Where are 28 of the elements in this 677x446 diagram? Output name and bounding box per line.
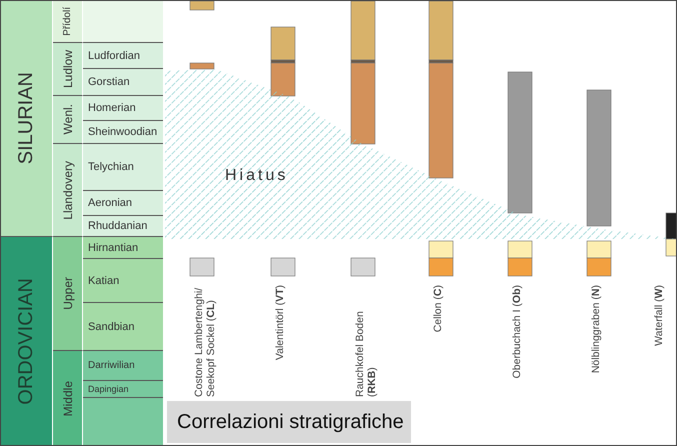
- section-name: Waterfall (W): [653, 285, 665, 346]
- stage-cell: Darriwilian: [83, 351, 163, 381]
- series-cell: Upper: [53, 237, 83, 351]
- series-cell: Middle: [53, 351, 83, 445]
- section-name: Nölblinggraben (N): [590, 285, 602, 374]
- series-cell: Přídolí: [53, 1, 83, 43]
- system-cell: SILURIAN: [1, 1, 53, 237]
- stage-cell: Rhuddanian: [83, 216, 163, 237]
- hatched-area: [165, 67, 676, 241]
- stage-cell: Sheinwoodian: [83, 121, 163, 144]
- series-cell: Wenl.: [53, 96, 83, 144]
- stage-cell: Ludfordian: [83, 43, 163, 69]
- stage-cell: Gorstian: [83, 69, 163, 96]
- stage-cell: Dapingian: [83, 381, 163, 398]
- stage-cell: Aeronian: [83, 191, 163, 216]
- area-label: Hiatus: [225, 167, 288, 185]
- section-name: Oberbuchach I (Ob): [511, 285, 523, 378]
- series-cell: Llandovery: [53, 144, 83, 237]
- stage-cell: Homerian: [83, 96, 163, 121]
- stage-cell: Hirnantian: [83, 237, 163, 259]
- system-cell: ORDOVICIAN: [1, 237, 53, 445]
- caption: Correlazioni stratigrafiche: [167, 401, 411, 443]
- section-name: Valentintörl (VT): [274, 285, 286, 360]
- stage-cell: Sandbian: [83, 303, 163, 351]
- series-cell: Ludlow: [53, 43, 83, 96]
- stage-cell: Katian: [83, 259, 163, 303]
- stage-cell: Telychian: [83, 144, 163, 191]
- section-name: Cellon (C): [432, 285, 444, 332]
